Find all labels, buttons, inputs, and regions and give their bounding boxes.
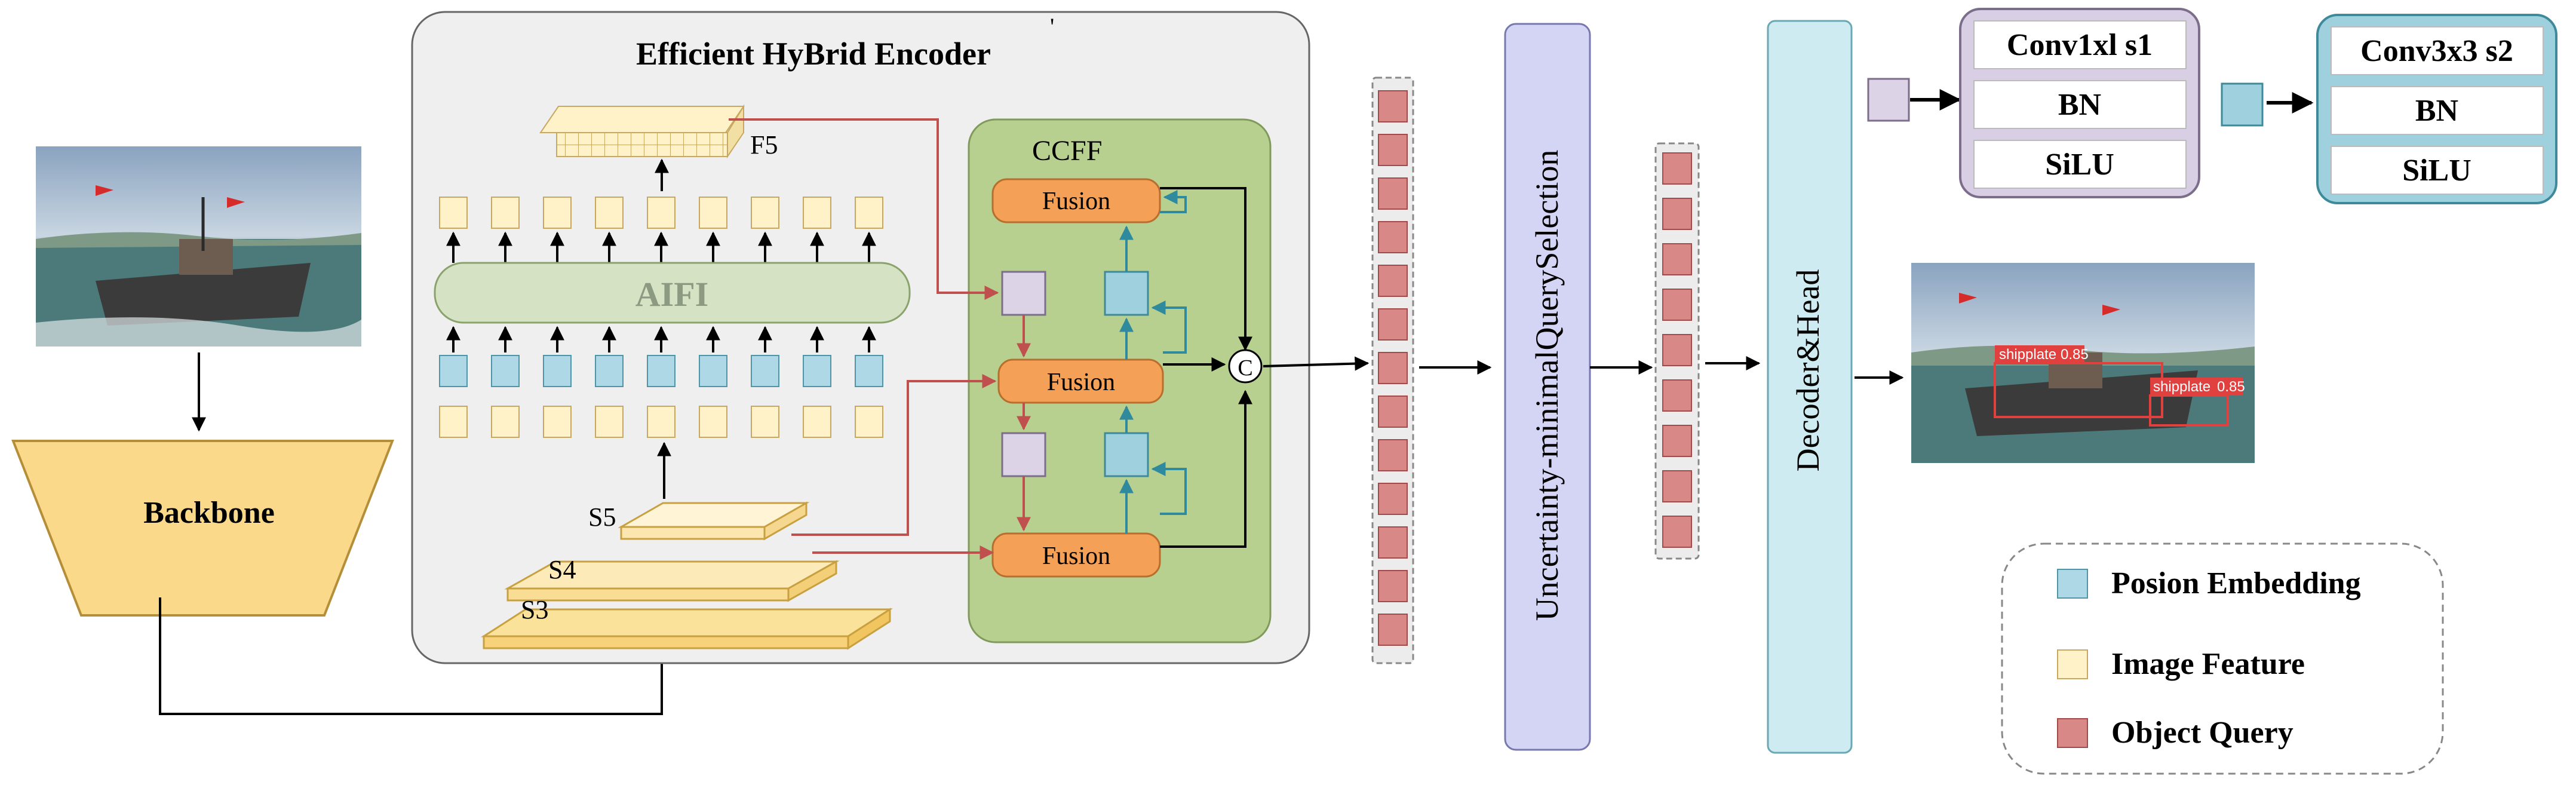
ccff-title: CCFF [1032,135,1102,167]
conv1x1-swatch [1867,78,1910,122]
position-embedding-tokens [439,355,883,387]
conv3x3-silu: SiLU [2402,154,2471,188]
query-selection-label: Uncertainty-minimalQuerySelection [1529,150,1565,621]
legend-label-image-feature: Image Feature [2111,647,2305,681]
ccff-conv1x1-upper [1001,271,1046,316]
ccff-concat-arrows [1160,187,1370,548]
concat-node: C [1228,349,1263,384]
encoder-tick-mark: ' [1050,13,1054,40]
legend-swatch-position-embedding [2057,569,2088,599]
feature-sequence-column [1371,76,1414,664]
fusion-label-bottom: Fusion [1042,542,1110,570]
input-image [36,146,361,347]
backbone-block: Backbone [11,440,394,617]
fusion-block-middle: Fusion [997,358,1164,404]
conv1x1-title: Conv1xl s1 [2007,28,2153,62]
aifi-output-arrows [446,231,876,263]
ccff-teal-arrows [1119,190,1187,534]
fusion-block-top: Fusion [991,178,1161,223]
detection-score-2: 0.85 [2217,379,2245,395]
fusion-block-bottom: Fusion [991,532,1161,578]
fusion-label-middle: Fusion [1047,369,1115,396]
output-image: shipplate 0.85 shipplate 0.85 [1911,263,2255,463]
s3-label: S3 [521,595,548,624]
fusion-label-top: Fusion [1042,188,1110,215]
decoder-head-block: Decoder&Head [1767,20,1853,754]
concat-symbol: C [1238,355,1252,381]
ccff-conv3x3-upper [1104,271,1149,316]
backbone-label: Backbone [143,496,275,530]
query-selection-block: Uncertainty-minimalQuerySelection [1504,23,1591,751]
legend-swatch-object-query [2057,718,2088,748]
multiscale-feature-stack: S5 S4 S3 [480,501,894,650]
legend-label-object-query: Object Query [2111,716,2293,750]
decoder-head-label: Decoder&Head [1790,269,1826,472]
ccff-red-arrows [729,118,1031,560]
encoder-title: Efficient HyBrid Encoder [636,36,991,72]
legend: Posion Embedding Image Feature Object Qu… [2001,542,2444,775]
detection-label-2: shipplate [2153,379,2210,395]
conv3x3-swatch [2221,82,2264,127]
aifi-block: AIFI [434,262,911,324]
conv1x1-bn: BN [2058,88,2101,122]
arrow-backbone-to-encoder [159,597,669,715]
aifi-label: AIFI [635,275,708,314]
conv1x1-silu: SiLU [2045,148,2114,182]
ccff-conv1x1-lower [1001,432,1046,477]
detection-label-1: shipplate [1999,347,2056,363]
conv3x3-bn: BN [2415,94,2458,128]
aifi-input-arrows [446,326,876,352]
legend-swatch-image-feature [2057,649,2088,679]
f5-label: F5 [750,130,778,160]
conv1x1-block: Conv1xl s1 BN SiLU [1959,8,2200,198]
s4-label: S4 [548,555,576,584]
ccff-conv3x3-lower [1104,432,1149,477]
legend-label-position-embedding: Posion Embedding [2111,566,2361,600]
image-feature-tokens [439,406,883,438]
s5-label: S5 [588,502,616,532]
detection-score-1: 0.85 [2061,347,2089,363]
conv3x3-block: Conv3x3 s2 BN SiLU [2316,14,2557,204]
conv3x3-title: Conv3x3 s2 [2360,34,2513,68]
object-query-column [1654,142,1700,560]
aifi-output-tokens [439,197,883,229]
